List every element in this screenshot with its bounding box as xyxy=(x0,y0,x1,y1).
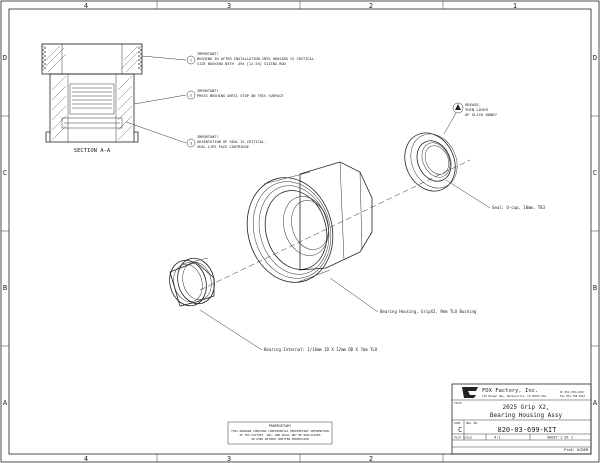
assembly-centerline xyxy=(199,159,471,291)
zone-row-label: B xyxy=(593,284,597,292)
prod-ref: ProE: KCDEM xyxy=(564,448,589,452)
company-name: FOX Factory, Inc. xyxy=(482,388,538,394)
zone-col-label: 2 xyxy=(369,2,373,10)
zone-col-label: 4 xyxy=(84,2,88,10)
seal-callout: Seal: U-cup, 10mm, TB3 xyxy=(492,205,546,210)
note-2: 2 IMPORTANT! PRESS BUSHING UNTIL STOP ON… xyxy=(186,89,284,100)
title-label: TITLE xyxy=(454,401,462,405)
bearing-callout: Bearing Internal: 1/16mm ID X 12mm OD X … xyxy=(264,347,378,352)
drawing-number: 820-03-699-KIT xyxy=(497,426,557,434)
drawing-title-line: 2025 Grip X2, xyxy=(503,404,550,411)
plot-scale-value: 4:1 xyxy=(494,436,501,440)
grease-note-line: THIN LAYER xyxy=(465,107,489,112)
note-symbol-number: 1 xyxy=(190,58,192,62)
note-heading: IMPORTANT! xyxy=(197,52,219,56)
section-label: SECTION A-A xyxy=(74,148,111,154)
housing-callout: Bearing Housing, GripX2, 9mm TLO Bushing xyxy=(380,309,477,314)
zone-row-label: D xyxy=(3,54,7,62)
zone-row-label: C xyxy=(593,169,597,177)
zone-col-label: 1 xyxy=(513,2,517,10)
proprietary-heading: PROPRIETARY xyxy=(269,424,291,428)
title-block: FOX Factory, Inc. 130 Hangar Way, Watson… xyxy=(451,383,592,455)
bearing-housing-part xyxy=(246,161,373,283)
note-3: 3 IMPORTANT! ORIENTATION OF SEAL IS CRIT… xyxy=(186,135,266,149)
dwg-label: DWG. NO. xyxy=(466,421,479,425)
seal-part xyxy=(404,132,458,192)
proprietary-line: OF FOX FACTORY, INC. AND SHALL NOT BE DU… xyxy=(240,433,321,437)
proprietary-box: PROPRIETARY THIS DRAWING CONTAINS CONFID… xyxy=(227,421,333,445)
zone-col-label: 3 xyxy=(227,455,231,463)
zone-row-label: C xyxy=(3,169,7,177)
plot-scale-label: PLOT SCALE xyxy=(454,436,472,440)
grease-note-line: OF SLICK HONEY xyxy=(465,112,498,117)
note-symbol-number: 3 xyxy=(190,141,192,145)
note-symbol-number: 2 xyxy=(190,93,192,97)
note-symbol xyxy=(186,55,196,65)
grease-note: GREASE, THIN LAYER OF SLICK HONEY xyxy=(443,102,498,135)
zone-col-label: 4 xyxy=(84,455,88,463)
callout-leaders xyxy=(199,179,491,351)
size-label: SIZE xyxy=(454,421,461,425)
note-symbol xyxy=(186,90,196,100)
zone-row-label: A xyxy=(3,399,8,407)
note-heading: IMPORTANT! xyxy=(197,89,219,93)
grease-drop-icon xyxy=(455,104,461,110)
drawing-title-line: Bearing Housing Assy xyxy=(490,412,563,419)
note-line: SEAL LIPS FACE CARTRIDGE xyxy=(197,145,249,149)
zone-col-label: 3 xyxy=(227,2,231,10)
note-line: BUSHING ID AFTER INSTALLATION INTO HOUSI… xyxy=(197,57,316,61)
bearing-part xyxy=(169,257,215,307)
proprietary-line: OR USED WITHOUT WRITTEN PERMISSION xyxy=(251,437,309,441)
fox-logo xyxy=(462,387,478,398)
zone-row-label: D xyxy=(593,54,597,62)
zone-row-label: B xyxy=(3,284,7,292)
proprietary-line: THIS DRAWING CONTAINS CONFIDENTIAL PROPR… xyxy=(231,429,329,433)
sheet-number: SHEET 1 OF 1 xyxy=(547,436,573,440)
zone-col-label: 2 xyxy=(369,455,373,463)
company-phone: Ph 831-768-1100 xyxy=(560,390,584,394)
company-address: 130 Hangar Way, Watsonville, CA 95076 US… xyxy=(482,394,546,398)
note-heading: IMPORTANT! xyxy=(197,135,219,139)
section-view xyxy=(41,43,143,143)
note-line: PRESS BUSHING UNTIL STOP ON THIS SURFACE xyxy=(197,94,284,98)
size-value: C xyxy=(458,426,462,434)
grease-icon xyxy=(452,102,464,114)
grease-note-line: GREASE, xyxy=(465,102,481,107)
note-symbol xyxy=(186,138,196,148)
note-line: ORIENTATION OF SEAL IS CRITICAL. xyxy=(197,140,266,144)
company-fax: Fax 831-768-9312 xyxy=(560,394,585,398)
zone-row-label: A xyxy=(593,399,598,407)
note-line: SIZE BUSHING WITH .494 [12.55] SIZING RO… xyxy=(197,62,286,66)
note-leaders xyxy=(125,55,187,144)
note-1: 1 IMPORTANT! BUSHING ID AFTER INSTALLATI… xyxy=(186,52,316,66)
